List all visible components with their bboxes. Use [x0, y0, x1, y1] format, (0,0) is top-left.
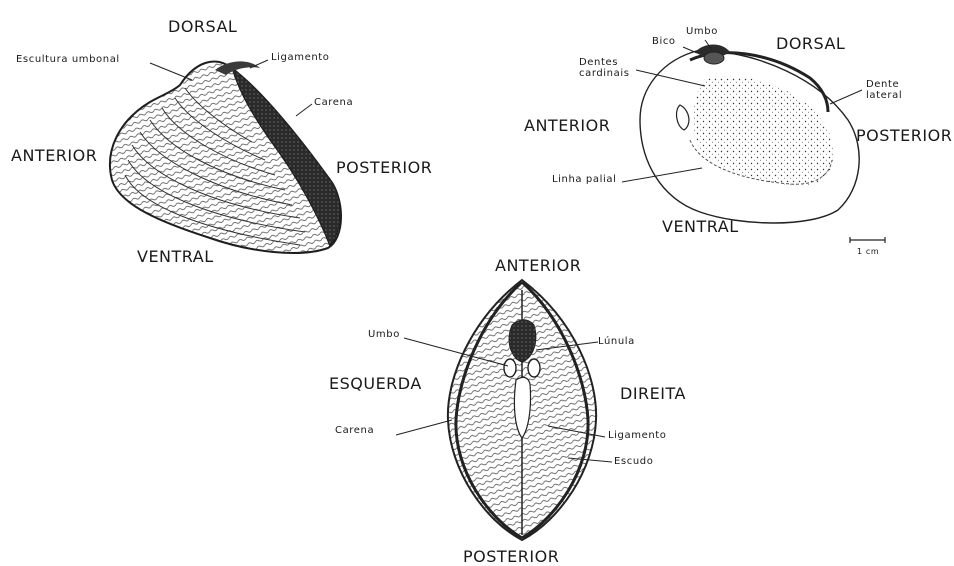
view2-dente-lateral-label: Dente lateral [866, 80, 902, 101]
view1-posterior-label: POSTERIOR [336, 160, 432, 176]
view2-dentes-cardinais-label: Dentes cardinais [579, 58, 630, 79]
view3-umbo-label: Umbo [368, 330, 400, 340]
view2-posterior-label: POSTERIOR [856, 128, 952, 144]
view2-dente-line1: Dente [866, 79, 899, 90]
shell-dorsal-view [396, 280, 612, 540]
view2-anterior-label: ANTERIOR [524, 118, 610, 134]
shell-external-view [110, 60, 341, 253]
view2-lateral-line2: lateral [866, 90, 902, 101]
view1-ligamento-label: Ligamento [271, 53, 330, 63]
view3-direita-label: DIREITA [620, 386, 686, 402]
view3-lunula-label: Lúnula [598, 337, 635, 347]
view2-umbo-label: Umbo [686, 27, 718, 37]
view3-carena-label: Carena [335, 426, 374, 436]
view1-anterior-label: ANTERIOR [11, 148, 97, 164]
view2-scale-label: 1 cm [857, 248, 879, 256]
view2-dorsal-label: DORSAL [776, 36, 845, 52]
view3-posterior-label: POSTERIOR [463, 549, 559, 565]
view3-ligamento-label: Ligamento [608, 431, 667, 441]
view1-escultura-umbonal-label: Escultura umbonal [16, 55, 120, 65]
view1-carena-label: Carena [314, 98, 353, 108]
view1-ventral-label: VENTRAL [137, 249, 214, 265]
view2-ventral-label: VENTRAL [662, 219, 739, 235]
shell-internal-view [622, 40, 885, 243]
view1-dorsal-label: DORSAL [168, 19, 237, 35]
view2-dentes-line1: Dentes [579, 57, 618, 68]
view3-escudo-label: Escudo [614, 457, 653, 467]
view2-cardinais-line2: cardinais [579, 68, 630, 79]
view2-bico-label: Bico [652, 37, 676, 47]
view3-esquerda-label: ESQUERDA [329, 376, 422, 392]
view2-linha-palial-label: Linha palial [552, 175, 616, 185]
view3-anterior-label: ANTERIOR [495, 258, 581, 274]
